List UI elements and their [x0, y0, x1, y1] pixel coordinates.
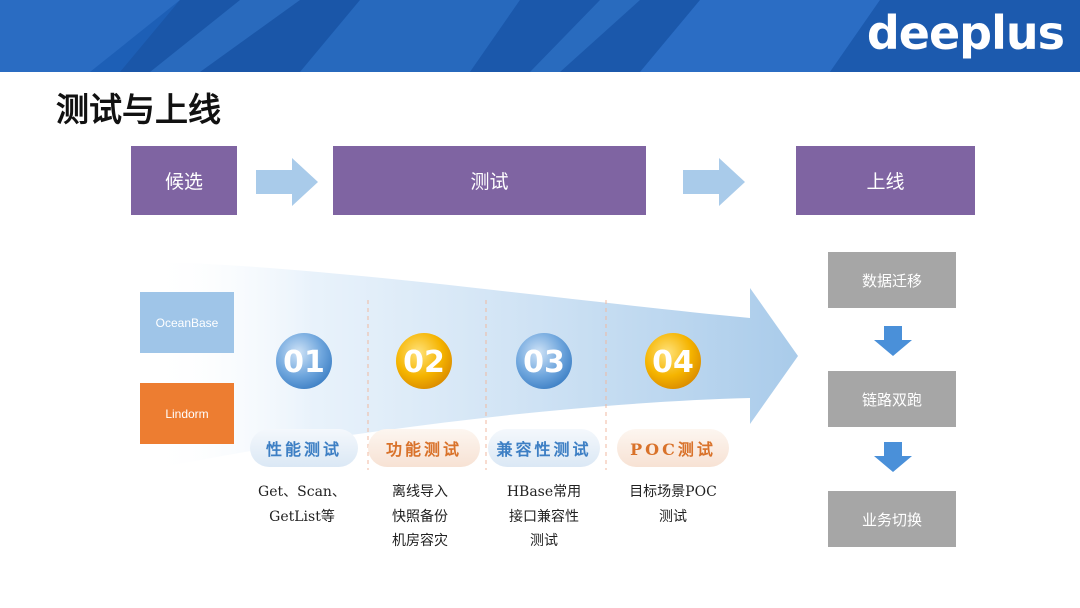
- test-number-01: 01: [283, 345, 325, 380]
- test-badge-03: [516, 333, 572, 389]
- stage-launch: 上线: [796, 146, 975, 215]
- test-badge-02: [396, 333, 452, 389]
- deeplus-logo: deeplus: [866, 6, 1065, 60]
- launch-step-dual-run: 链路双跑: [828, 371, 956, 427]
- test-number-02: 02: [403, 345, 445, 380]
- test-desc-performance: Get、Scan、 GetList等: [258, 484, 346, 525]
- test-number-03: 03: [523, 345, 565, 380]
- test-label-compatibility: 兼容性测试: [488, 429, 600, 467]
- down-arrow-icon: [874, 326, 912, 356]
- test-badge-01: [276, 333, 332, 389]
- test-label-function: 功能测试: [368, 429, 480, 467]
- test-label-performance: 性能测试: [250, 429, 358, 467]
- header-pattern: [0, 0, 1080, 72]
- stage-testing: 测试: [333, 146, 646, 215]
- right-arrow-icon: [256, 158, 318, 206]
- launch-step-business-switch: 业务切换: [828, 491, 956, 547]
- test-badge-04: [645, 333, 701, 389]
- test-label-poc: POC测试: [617, 429, 729, 467]
- database-lindorm: Lindorm: [140, 383, 234, 444]
- stage-candidate: 候选: [131, 146, 237, 215]
- test-desc-function: 离线导入 快照备份 机房容灾: [392, 484, 448, 549]
- test-desc-poc: 目标场景POC 测试: [629, 484, 717, 525]
- page-title: 测试与上线: [56, 90, 221, 129]
- header-banner: deeplus: [0, 0, 1080, 72]
- launch-step-data-migration: 数据迁移: [828, 252, 956, 308]
- down-arrow-icon: [874, 442, 912, 472]
- right-arrow-icon: [683, 158, 745, 206]
- test-number-04: 04: [652, 345, 694, 380]
- test-desc-compatibility: HBase常用 接口兼容性 测试: [506, 484, 582, 549]
- database-oceanbase: OceanBase: [140, 292, 234, 353]
